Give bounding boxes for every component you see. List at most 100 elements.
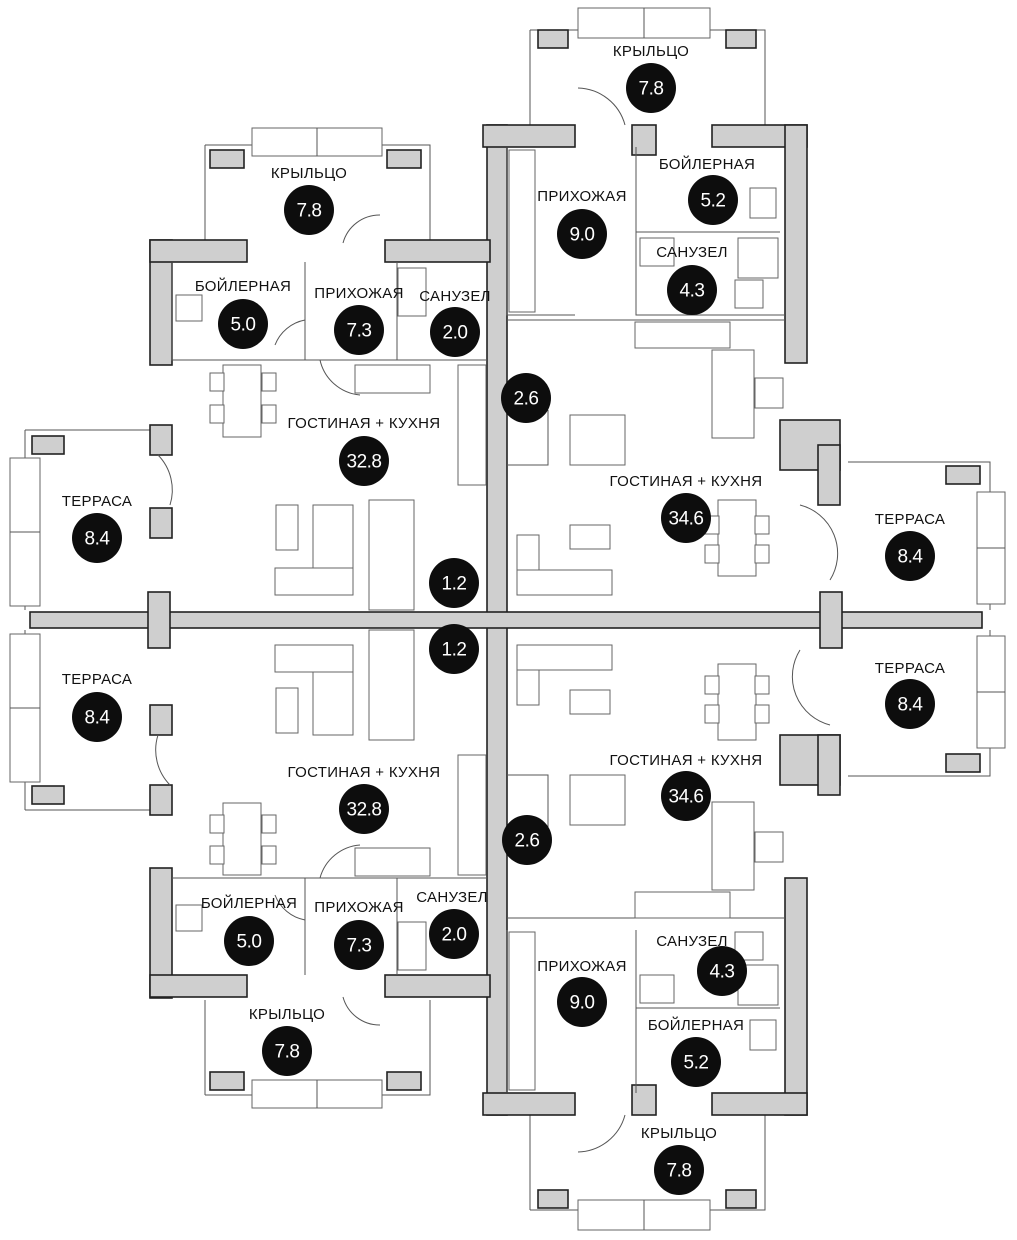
area-badge-hall-tr: 9.0	[557, 209, 607, 259]
area-badge-terrace-br: 8.4	[885, 679, 935, 729]
area-badge-circle	[284, 185, 334, 235]
area-value-closet-tl: 1.2	[442, 574, 467, 595]
area-value-living-tl: 32.8	[347, 452, 382, 473]
area-badge-boiler-tl: 5.0	[218, 299, 268, 349]
area-badge-circle	[661, 771, 711, 821]
area-badge-circle	[661, 493, 711, 543]
area-badge-stair-br: 2.6	[502, 815, 552, 865]
area-badge-terrace-tl: 8.4	[72, 513, 122, 563]
walls	[29, 124, 983, 1116]
room-label-porch-br: КРЫЛЬЦО	[641, 1125, 717, 1142]
area-badge-circle	[429, 624, 479, 674]
area-value-boiler-tl: 5.0	[231, 315, 256, 336]
partitions	[171, 147, 785, 1093]
area-badge-circle	[429, 909, 479, 959]
room-label-bath-br: САНУЗЕЛ	[656, 933, 728, 950]
area-value-closet-bl: 1.2	[442, 640, 467, 661]
area-badge-circle	[667, 265, 717, 315]
room-label-hall-bl: ПРИХОЖАЯ	[314, 899, 404, 916]
area-badge-hall-tl: 7.3	[334, 305, 384, 355]
room-label-hall-br: ПРИХОЖАЯ	[537, 958, 627, 975]
room-label-boiler-br: БОЙЛЕРНАЯ	[648, 1016, 744, 1034]
area-badge-bath-tl: 2.0	[430, 307, 480, 357]
area-badge-bath-tr: 4.3	[667, 265, 717, 315]
area-badge-circle	[671, 1037, 721, 1087]
area-badge-terrace-tr: 8.4	[885, 531, 935, 581]
area-value-boiler-br: 5.2	[684, 1053, 709, 1074]
area-value-living-bl: 32.8	[347, 800, 382, 821]
area-badge-circle	[885, 679, 935, 729]
area-badge-circle	[334, 305, 384, 355]
area-value-living-tr: 34.6	[669, 509, 704, 530]
area-badge-circle	[688, 175, 738, 225]
outdoor-outlines	[9, 7, 1006, 1231]
area-badge-closet-bl: 1.2	[429, 624, 479, 674]
room-label-bath-tr: САНУЗЕЛ	[656, 244, 728, 261]
room-labels: КРЫЛЬЦО БОЙЛЕРНАЯ ПРИХОЖАЯ САНУЗЕЛ ГОСТИНАЯ …	[62, 43, 945, 1142]
area-badge-circle	[262, 1026, 312, 1076]
area-badge-circle	[430, 307, 480, 357]
room-label-terrace-bl: ТЕРРАСА	[62, 671, 132, 688]
room-label-terrace-tr: ТЕРРАСА	[875, 511, 945, 528]
area-value-living-br: 34.6	[669, 787, 704, 808]
area-badge-circle	[885, 531, 935, 581]
room-label-boiler-tl: БОЙЛЕРНАЯ	[195, 277, 291, 295]
room-label-hall-tr: ПРИХОЖАЯ	[537, 188, 627, 205]
area-value-terrace-tr: 8.4	[898, 547, 924, 568]
area-badge-boiler-bl: 5.0	[224, 916, 274, 966]
room-label-porch-bl: КРЫЛЬЦО	[249, 1006, 325, 1023]
area-badge-circle	[501, 373, 551, 423]
area-value-porch-br: 7.8	[667, 1161, 692, 1182]
area-value-terrace-bl: 8.4	[85, 708, 111, 729]
area-value-boiler-bl: 5.0	[237, 932, 262, 953]
area-badge-circle	[339, 784, 389, 834]
area-badge-living-bl: 32.8	[339, 784, 389, 834]
area-badge-closet-tl: 1.2	[429, 558, 479, 608]
area-badge-hall-bl: 7.3	[334, 920, 384, 970]
area-badge-circle	[339, 436, 389, 486]
area-badge-circle	[502, 815, 552, 865]
room-label-living-tl: ГОСТИНАЯ + КУХНЯ	[288, 415, 441, 432]
area-badge-circle	[697, 946, 747, 996]
area-badge-porch-tr: 7.8	[626, 63, 676, 113]
area-badge-bath-bl: 2.0	[429, 909, 479, 959]
area-value-bath-tr: 4.3	[680, 281, 705, 302]
area-badge-porch-tl: 7.8	[284, 185, 334, 235]
room-label-porch-tr: КРЫЛЬЦО	[613, 43, 689, 60]
area-value-hall-br: 9.0	[570, 993, 595, 1014]
area-value-bath-br: 4.3	[710, 962, 735, 983]
area-value-porch-tr: 7.8	[639, 79, 664, 100]
room-label-boiler-tr: БОЙЛЕРНАЯ	[659, 155, 755, 173]
room-label-boiler-bl: БОЙЛЕРНАЯ	[201, 894, 297, 912]
area-badge-stair-tr: 2.6	[501, 373, 551, 423]
area-badge-hall-br: 9.0	[557, 977, 607, 1027]
area-value-stair-tr: 2.6	[514, 389, 539, 410]
room-label-bath-tl: САНУЗЕЛ	[419, 288, 491, 305]
room-label-bath-bl: САНУЗЕЛ	[416, 889, 488, 906]
door-swings	[155, 87, 839, 1153]
area-badge-living-br: 34.6	[661, 771, 711, 821]
room-label-terrace-tl: ТЕРРАСА	[62, 493, 132, 510]
area-value-hall-tl: 7.3	[347, 321, 372, 342]
area-badge-boiler-tr: 5.2	[688, 175, 738, 225]
area-value-terrace-br: 8.4	[898, 695, 924, 716]
area-value-porch-bl: 7.8	[275, 1042, 300, 1063]
area-badge-boiler-br: 5.2	[671, 1037, 721, 1087]
area-badge-circle	[626, 63, 676, 113]
area-value-bath-bl: 2.0	[442, 925, 467, 946]
area-badge-living-tr: 34.6	[661, 493, 711, 543]
area-badge-living-tl: 32.8	[339, 436, 389, 486]
area-badge-circle	[224, 916, 274, 966]
room-label-living-bl: ГОСТИНАЯ + КУХНЯ	[288, 764, 441, 781]
room-label-hall-tl: ПРИХОЖАЯ	[314, 285, 404, 302]
area-value-boiler-tr: 5.2	[701, 191, 726, 212]
furniture	[175, 149, 784, 1091]
room-label-living-tr: ГОСТИНАЯ + КУХНЯ	[610, 473, 763, 490]
area-badge-circle	[72, 513, 122, 563]
room-label-porch-tl: КРЫЛЬЦО	[271, 165, 347, 182]
area-badge-circle	[334, 920, 384, 970]
area-badge-circle	[72, 692, 122, 742]
area-value-terrace-tl: 8.4	[85, 529, 111, 550]
area-badge-circle	[429, 558, 479, 608]
